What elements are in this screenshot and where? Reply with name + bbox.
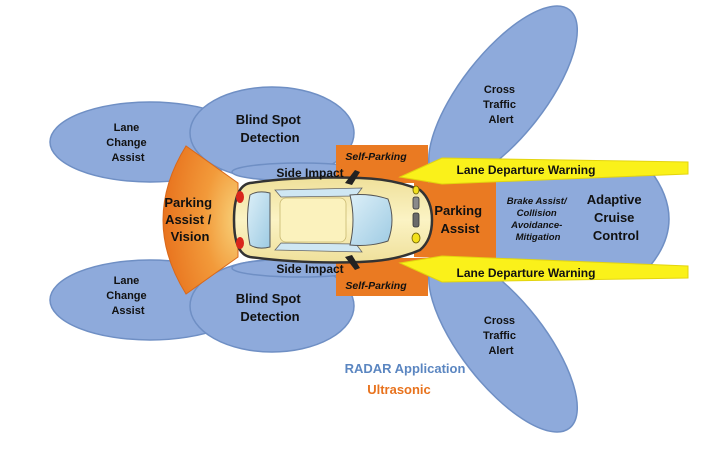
rear-parking-zone — [162, 145, 239, 295]
car-taillight-top — [236, 191, 244, 203]
car-headlight-bottom — [411, 232, 421, 244]
car-taillight-bottom — [236, 237, 244, 249]
cross-traffic-label-top: Cross Traffic Alert — [483, 84, 519, 126]
brake-assist-label: Brake Assist/ Collision Avoidance- Mitig… — [507, 196, 570, 243]
car-mirror-bottom — [345, 255, 360, 270]
car-rear-window — [247, 191, 271, 249]
car-side-window-top — [274, 187, 363, 198]
car-side-window-bottom — [274, 242, 363, 253]
parking-rear-label: Parking Assist / Vision — [164, 195, 215, 244]
front-parking-zone — [414, 180, 496, 260]
lane-departure-arrow-bottom — [398, 255, 689, 283]
car-headlight-top — [412, 185, 420, 195]
self-parking-label-bottom: Self-Parking — [345, 280, 407, 292]
car-windshield — [349, 194, 393, 246]
self-parking-label-top: Self-Parking — [345, 151, 407, 163]
legend-ultrasonic: Ultrasonic — [367, 382, 431, 397]
car-mirror-top — [345, 170, 360, 185]
side-impact-label-top: Side Impact — [276, 166, 343, 180]
cross-traffic-label-bottom: Cross Traffic Alert — [483, 315, 519, 357]
lane-departure-label-top: Lane Departure Warning — [457, 163, 596, 177]
zone-labels: Lane Change Assist Lane Change Assist Bl… — [106, 84, 646, 357]
car-front-sensor-top — [412, 196, 420, 210]
lane-change-label-bottom: Lane Change Assist — [106, 275, 149, 317]
side-impact-label-bottom: Side Impact — [276, 262, 343, 276]
legend-radar: RADAR Application — [345, 361, 466, 376]
car-roof — [279, 197, 347, 243]
lane-departure-arrows — [398, 157, 689, 283]
lane-departure-arrow-top — [398, 157, 689, 185]
adaptive-cruise-label: Adaptive Cruise Control — [587, 192, 646, 243]
parking-front-label: Parking Assist — [434, 203, 485, 236]
car — [232, 170, 434, 270]
blind-spot-label-top: Blind Spot Detection — [236, 112, 305, 145]
legend: RADAR Application Ultrasonic — [345, 361, 466, 397]
blind-spot-label-bottom: Blind Spot Detection — [236, 291, 305, 324]
car-front-sensor-mid — [412, 212, 420, 228]
lane-change-label-top: Lane Change Assist — [106, 122, 149, 164]
lane-departure-label-bottom: Lane Departure Warning — [457, 266, 596, 280]
